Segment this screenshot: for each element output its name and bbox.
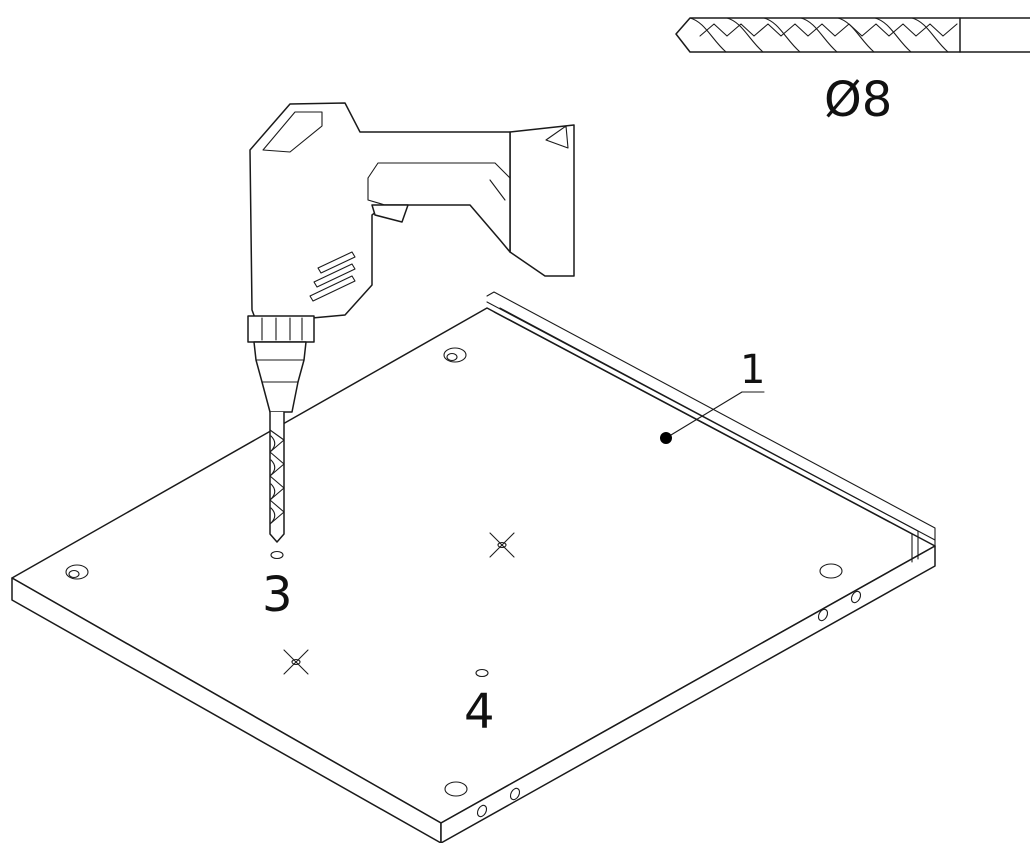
- callout-label-4: 4: [464, 684, 495, 740]
- cross-mark-icon: [283, 649, 309, 675]
- panel-corner-hole: [65, 564, 89, 580]
- panel-board-icon: [11, 291, 936, 843]
- drill-bit-diameter-label: Ø8: [824, 72, 893, 128]
- cross-mark-icon: [489, 532, 515, 558]
- hole-marker-4: [475, 668, 489, 678]
- callout-label-1: 1: [740, 347, 766, 393]
- panel-corner-hole: [443, 347, 467, 363]
- hole-marker-3: [270, 550, 284, 560]
- panel-corner-hole: [444, 781, 468, 797]
- callout-1-leader: [660, 391, 765, 444]
- callout-label-3: 3: [262, 567, 293, 623]
- drill-bit-icon: [675, 17, 1030, 53]
- panel-corner-hole: [819, 563, 843, 579]
- power-drill-icon: [247, 102, 575, 543]
